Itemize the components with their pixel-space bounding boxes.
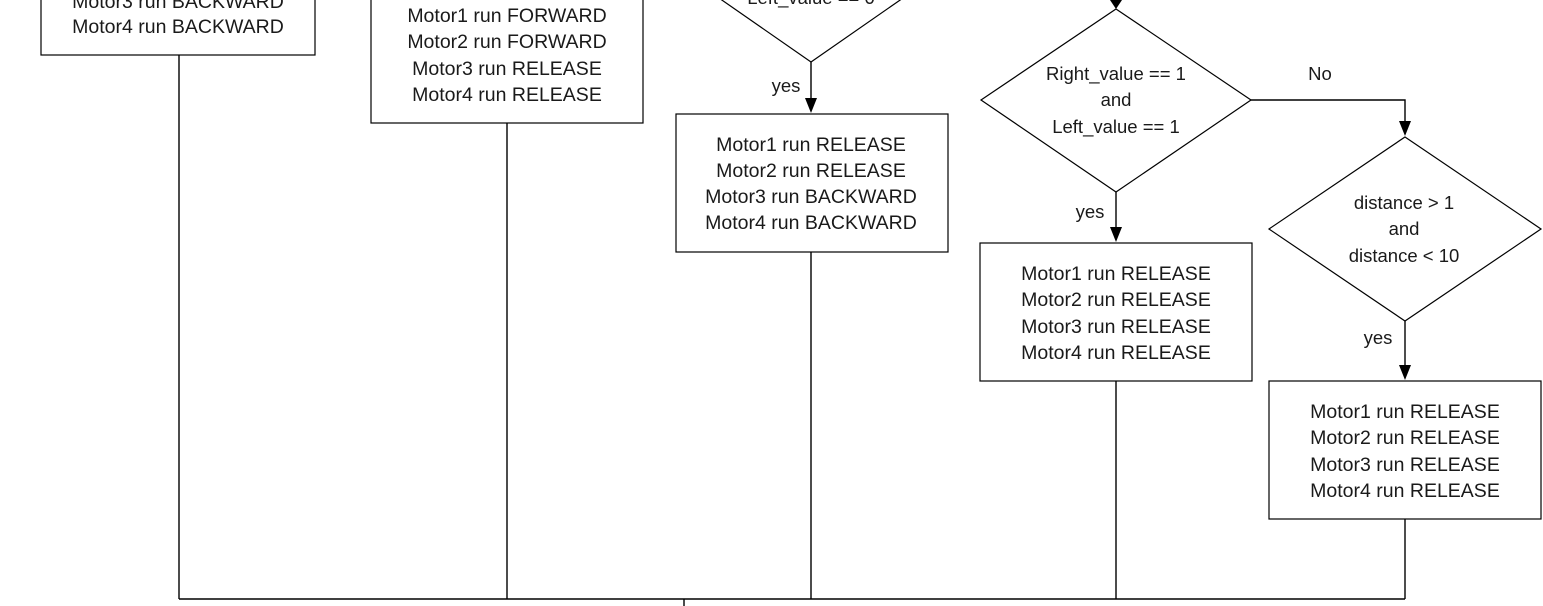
decision-d-line: Left_value == 1 [1052,116,1180,138]
box-d-text: Motor1 run RELEASE Motor2 run RELEASE Mo… [1021,263,1211,364]
decision-d-line: and [1101,89,1132,110]
box-a-line: Motor3 run BACKWARD [72,0,284,13]
label-d-yes: yes [1076,201,1105,222]
decision-diamond-d [979,8,1253,193]
arrowhead-decision-d [1110,0,1122,9]
process-box-e [1268,380,1542,520]
box-b-line: Motor4 run RELEASE [412,84,602,106]
process-box-c [675,113,949,253]
decision-d-line: Right_value == 1 [1046,63,1186,85]
arrowhead-box-e [1399,365,1411,380]
connector-decision-d-no [1251,99,1406,128]
box-a-text: Motor3 run BACKWARD Motor4 run BACKWARD [72,0,284,38]
box-c-line: Motor1 run RELEASE [716,134,906,156]
decision-diamond-e [1267,136,1543,322]
decision-diamond-c [720,0,902,63]
box-d-line: Motor2 run RELEASE [1021,289,1211,311]
process-box-b [370,0,644,124]
box-c-text: Motor1 run RELEASE Motor2 run RELEASE Mo… [705,134,917,234]
arrowhead-decision-e [1399,121,1411,136]
decision-e-line: distance < 10 [1349,245,1460,266]
box-e-line: Motor1 run RELEASE [1310,401,1500,423]
arrowhead-box-d [1110,227,1122,242]
process-box-d [979,242,1253,382]
decision-e-text: distance > 1 and distance < 10 [1349,192,1460,266]
box-b-text: Motor1 run FORWARD Motor2 run FORWARD Mo… [407,5,606,106]
box-c-line: Motor3 run BACKWARD [705,186,917,208]
connectors [178,0,1406,606]
box-a-line: Motor4 run BACKWARD [72,16,284,38]
box-d-line: Motor1 run RELEASE [1021,263,1211,285]
decision-c-line: Left_value == 0 [747,0,875,9]
arrowhead-box-c [805,98,817,113]
box-c-line: Motor4 run BACKWARD [705,212,917,234]
box-c-line: Motor2 run RELEASE [716,160,906,182]
box-b-line: Motor2 run FORWARD [407,31,606,53]
box-e-line: Motor4 run RELEASE [1310,480,1500,502]
label-e-yes: yes [1364,327,1393,348]
box-e-line: Motor3 run RELEASE [1310,454,1500,476]
label-d-no: No [1308,63,1332,84]
label-c-yes: yes [772,75,801,96]
box-e-line: Motor2 run RELEASE [1310,427,1500,449]
box-b-line: Motor3 run RELEASE [412,58,602,80]
decision-e-line: and [1389,218,1420,239]
box-d-line: Motor4 run RELEASE [1021,342,1211,364]
arrowheads [805,0,1411,380]
process-box-a [40,0,316,56]
box-d-line: Motor3 run RELEASE [1021,316,1211,338]
decision-d-text: Right_value == 1 and Left_value == 1 [1046,63,1186,138]
box-b-line: Motor1 run FORWARD [407,5,606,27]
decision-e-line: distance > 1 [1354,192,1454,213]
box-e-text: Motor1 run RELEASE Motor2 run RELEASE Mo… [1310,401,1500,502]
